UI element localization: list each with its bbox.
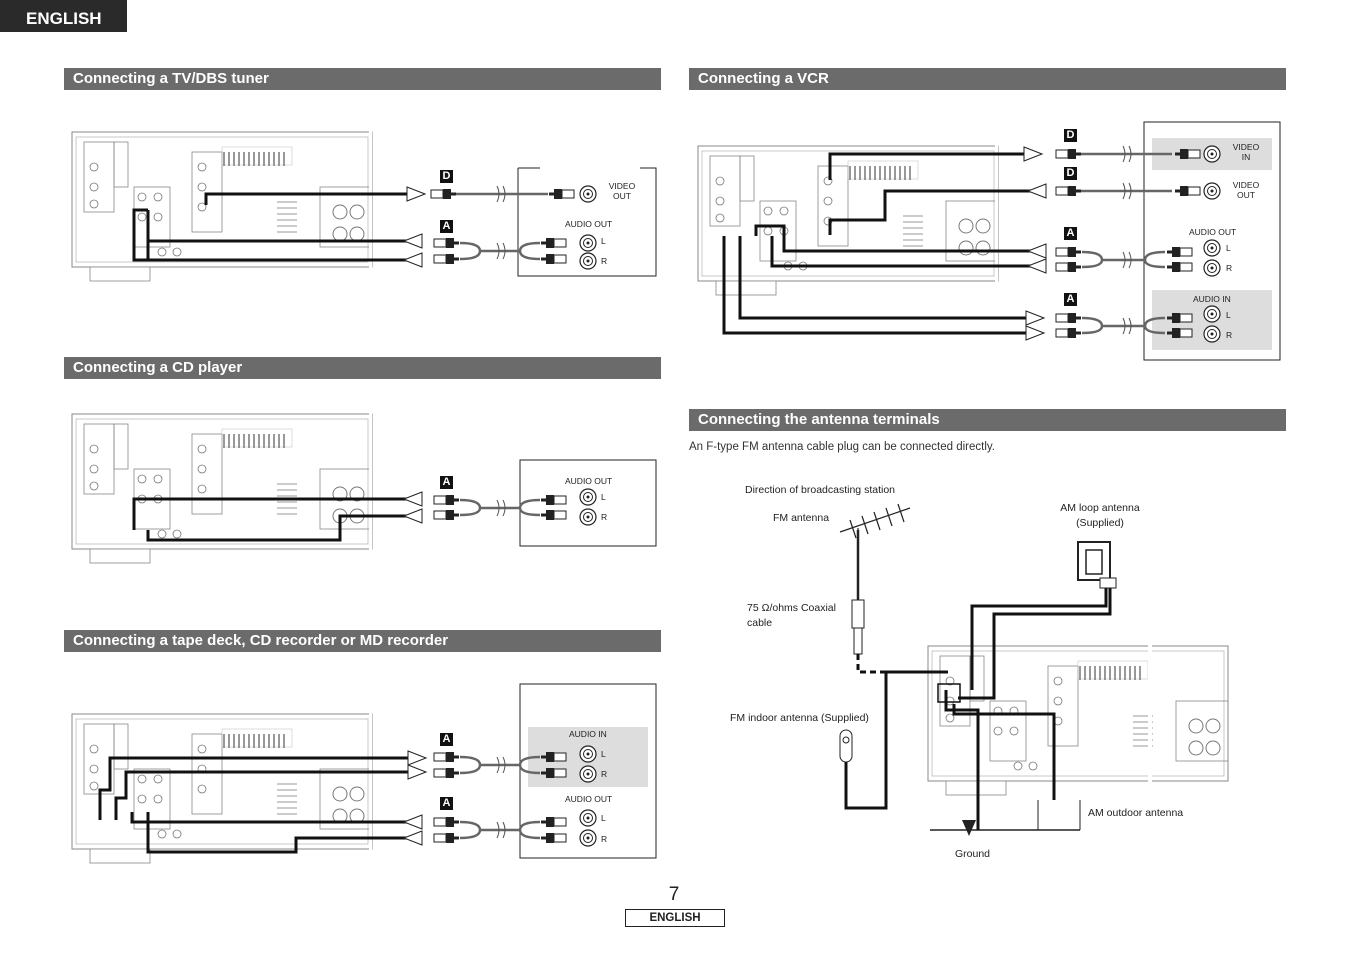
right-label: R	[601, 834, 608, 844]
marker-d: D	[1066, 129, 1075, 141]
section-title-tv: Connecting a TV/DBS tuner	[64, 68, 661, 90]
marker-a: A	[442, 797, 451, 809]
fm-indoor-label: FM indoor antenna (Supplied)	[730, 712, 869, 724]
left-label: L	[601, 813, 606, 823]
audio-in-label: AUDIO IN	[569, 729, 607, 739]
am-loop-label: AM loop antenna(Supplied)	[1060, 502, 1140, 529]
marker-a: A	[442, 733, 451, 745]
audio-out-label: AUDIO OUT	[1189, 227, 1237, 237]
page-number: 7	[668, 884, 680, 905]
marker-d: D	[442, 170, 451, 182]
antenna-note: An F-type FM antenna cable plug can be c…	[689, 441, 995, 453]
section-title-vcr: Connecting a VCR	[689, 68, 1286, 90]
left-label: L	[1226, 310, 1231, 320]
audio-out-label: AUDIO OUT	[565, 794, 613, 804]
right-label: R	[1226, 263, 1233, 273]
section-title-antenna: Connecting the antenna terminals	[689, 409, 1286, 431]
left-label: L	[601, 236, 606, 246]
left-label: L	[601, 492, 606, 502]
marker-a: A	[442, 476, 451, 488]
am-outdoor-label: AM outdoor antenna	[1088, 807, 1184, 819]
right-label: R	[601, 769, 608, 779]
left-label: L	[1226, 243, 1231, 253]
right-label: R	[601, 256, 608, 266]
left-label: L	[601, 749, 606, 759]
section-title-tape: Connecting a tape deck, CD recorder or M…	[64, 630, 661, 652]
section-title-cd: Connecting a CD player	[64, 357, 661, 379]
direction-label: Direction of broadcasting station	[745, 484, 895, 496]
right-label: R	[601, 512, 608, 522]
language-tab: ENGLISH	[0, 0, 127, 32]
marker-a: A	[442, 220, 451, 232]
marker-a: A	[1066, 227, 1075, 239]
audio-out-label: AUDIO OUT	[565, 219, 613, 229]
footer-language: ENGLISH	[625, 909, 725, 927]
right-label: R	[1226, 330, 1233, 340]
audio-in-label: AUDIO IN	[1193, 294, 1231, 304]
marker-d: D	[1066, 167, 1075, 179]
fm-antenna-label: FM antenna	[773, 512, 830, 524]
marker-a: A	[1066, 293, 1075, 305]
ground-label: Ground	[955, 848, 991, 860]
audio-out-label: AUDIO OUT	[565, 476, 613, 486]
